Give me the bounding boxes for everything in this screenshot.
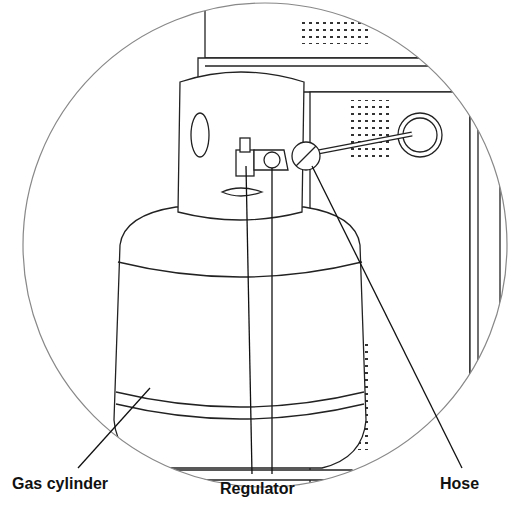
inset-circle (23, 3, 507, 487)
valve (236, 150, 254, 176)
collar-hole (191, 113, 209, 157)
cylinder-foot (122, 470, 358, 480)
cylinder-band (118, 262, 362, 277)
cylinder-body (114, 207, 366, 468)
cylinder-band (116, 392, 364, 407)
part-label: Hose (440, 474, 479, 493)
regulator-dial (264, 152, 280, 168)
hose-fitting (292, 142, 320, 170)
valve-knob (240, 138, 250, 152)
hose-core (318, 134, 412, 152)
side-edge (477, 92, 478, 502)
cabinet-lid (205, 0, 485, 58)
side-panel (470, 92, 500, 502)
leader-line (312, 166, 462, 468)
leader-line (271, 168, 272, 474)
regulator (254, 150, 288, 170)
panel-vents (350, 100, 390, 160)
part-label: Regulator (220, 479, 295, 498)
hose (318, 134, 412, 152)
part-label: Gas cylinder (12, 474, 108, 493)
collar-slot (222, 188, 262, 196)
fitting-line (296, 146, 316, 166)
leader-line (78, 388, 150, 468)
lid-vents (300, 20, 370, 44)
cylinder-collar (178, 72, 304, 220)
bracket (482, 96, 494, 110)
leader-line (246, 166, 252, 474)
rim-line (205, 65, 490, 66)
inset-content (114, 0, 500, 502)
cylinder-band (116, 404, 364, 419)
